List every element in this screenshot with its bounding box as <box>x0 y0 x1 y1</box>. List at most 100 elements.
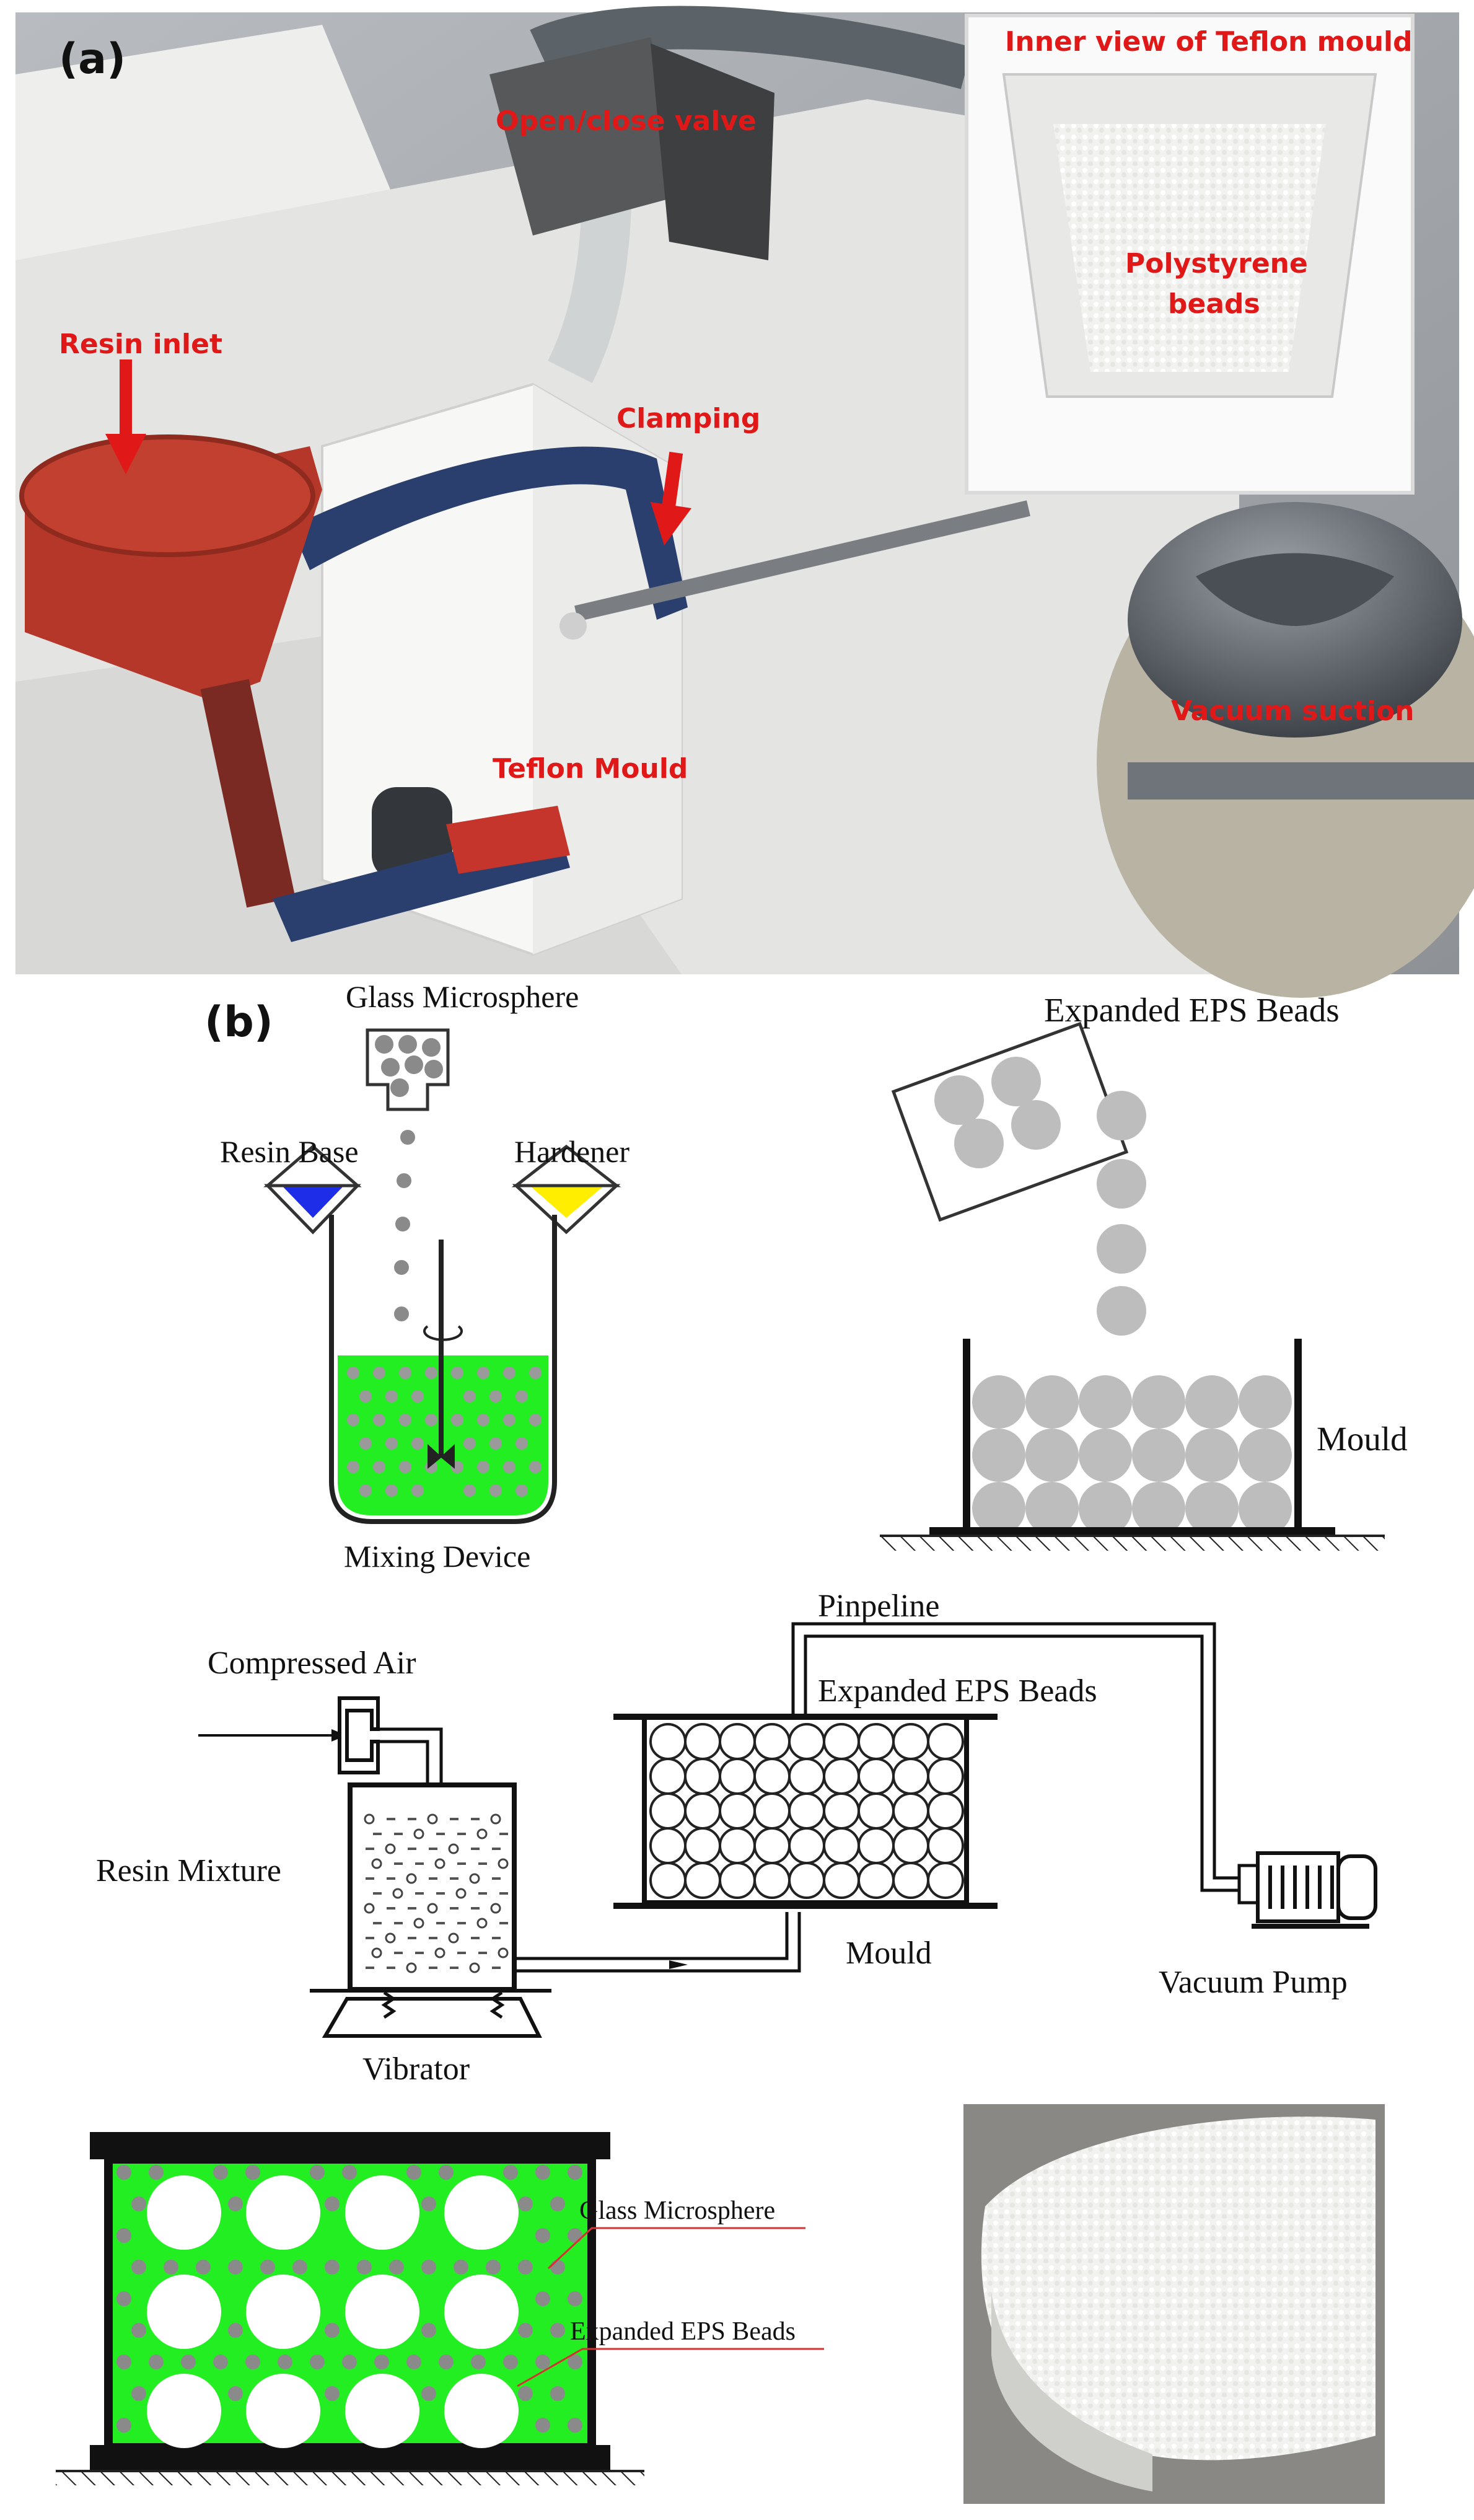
microsphere <box>489 1390 502 1403</box>
eps-bead <box>1097 1159 1146 1209</box>
microsphere <box>228 2323 243 2338</box>
eps-bead <box>147 2275 221 2349</box>
eps-bead <box>823 1862 860 1899</box>
red-handle <box>446 806 570 874</box>
microsphere <box>381 1058 400 1077</box>
microsphere <box>550 2260 565 2275</box>
funnel-rim <box>19 434 315 557</box>
microsphere <box>390 1078 409 1097</box>
resin-particle <box>434 1947 445 1958</box>
eps-bead <box>444 2275 519 2349</box>
microsphere <box>529 1461 542 1473</box>
eps-bead <box>788 1723 825 1760</box>
hardener-top <box>511 1144 621 1187</box>
microsphere <box>131 2386 146 2401</box>
falling-eps-beads <box>1097 1091 1146 1336</box>
eps-bead <box>1079 1375 1132 1429</box>
resin-particle <box>364 1903 375 1914</box>
microsphere <box>397 1173 411 1188</box>
microsphere <box>278 2355 292 2369</box>
resin-particle <box>476 1918 488 1929</box>
clamp-screw <box>574 500 1030 622</box>
microsphere <box>535 2355 550 2369</box>
microsphere <box>325 2260 340 2275</box>
eps-bead <box>147 2175 221 2250</box>
microsphere <box>518 2260 533 2275</box>
tube-connector <box>372 787 452 880</box>
eps-bead <box>246 2374 320 2448</box>
microsphere <box>359 1484 372 1497</box>
label-expanded-eps-beads: Expanded EPS Beads <box>1044 991 1340 1029</box>
label-open-close-valve: Open/close valve <box>496 105 757 137</box>
microsphere <box>131 2196 146 2211</box>
eps-bead <box>719 1862 756 1899</box>
eps-bead <box>934 1075 984 1125</box>
microsphere <box>400 1130 415 1145</box>
microsphere <box>196 2260 211 2275</box>
microsphere <box>399 1367 411 1379</box>
eps-bead <box>954 1119 1004 1168</box>
stirrer-blade <box>428 1444 455 1469</box>
microsphere <box>477 1367 489 1379</box>
label-expanded-eps-beads-3: Expanded EPS Beads <box>570 2317 796 2346</box>
callout-glass-microsphere <box>547 2227 805 2270</box>
microsphere <box>347 1414 359 1426</box>
eps-bead <box>1079 1429 1132 1482</box>
microsphere <box>411 1390 424 1403</box>
eps-bead <box>823 1792 860 1830</box>
label-compressed-air: Compressed Air <box>208 1645 416 1681</box>
foam-sample-photo <box>963 2104 1385 2504</box>
resin-particle <box>427 1813 438 1825</box>
eps-bead <box>246 2275 320 2349</box>
eps-bead <box>927 1758 964 1795</box>
microsphere <box>471 2355 486 2369</box>
label-polystyrene-line2: beads <box>1168 288 1260 320</box>
eps-bead <box>1079 1482 1132 1535</box>
resin-particle <box>448 1843 459 1854</box>
eps-bead <box>858 1758 895 1795</box>
microsphere <box>518 2323 533 2338</box>
label-resin-base: Resin Base <box>220 1134 359 1169</box>
microsphere <box>489 1484 502 1497</box>
eps-bead <box>753 1862 791 1899</box>
eps-bead <box>1132 1482 1185 1535</box>
eps-bead <box>1025 1429 1079 1482</box>
eps-bead <box>991 1057 1041 1106</box>
ground-hatch-top <box>880 1537 1385 1551</box>
microsphere <box>399 1461 411 1473</box>
resin-particle <box>371 1858 382 1869</box>
eps-bead <box>892 1758 929 1795</box>
label-glass-microsphere: Glass Microsphere <box>346 979 579 1014</box>
eps-bead <box>858 1723 895 1760</box>
microsphere <box>385 1484 398 1497</box>
microsphere <box>422 1038 441 1057</box>
resin-particle <box>392 1888 403 1899</box>
resin-particle <box>371 1947 382 1958</box>
eps-bead <box>684 1827 721 1864</box>
resin-particle <box>406 1873 417 1884</box>
eps-bead <box>1132 1429 1185 1482</box>
infusion-eps-beads <box>649 1723 964 1899</box>
microsphere <box>568 2355 582 2369</box>
eps-bead <box>753 1792 791 1830</box>
microsphere <box>310 2165 325 2180</box>
microsphere <box>131 2323 146 2338</box>
microsphere <box>245 2355 260 2369</box>
microsphere <box>529 1367 542 1379</box>
microsphere <box>374 2355 389 2369</box>
dispenser-microspheres <box>375 1035 443 1097</box>
microsphere <box>477 1414 489 1426</box>
label-vacuum-pump: Vacuum Pump <box>1159 1965 1348 2000</box>
microsphere <box>421 2386 436 2401</box>
eps-bead <box>892 1862 929 1899</box>
eps-bead <box>858 1827 895 1864</box>
resin-particle <box>385 1932 396 1944</box>
microsphere <box>535 2291 550 2306</box>
eps-bead <box>684 1723 721 1760</box>
eps-bead <box>1011 1100 1061 1150</box>
microsphere <box>515 1437 528 1450</box>
eps-bead <box>649 1862 687 1899</box>
microsphere <box>489 1437 502 1450</box>
resin-particle <box>455 1888 467 1899</box>
